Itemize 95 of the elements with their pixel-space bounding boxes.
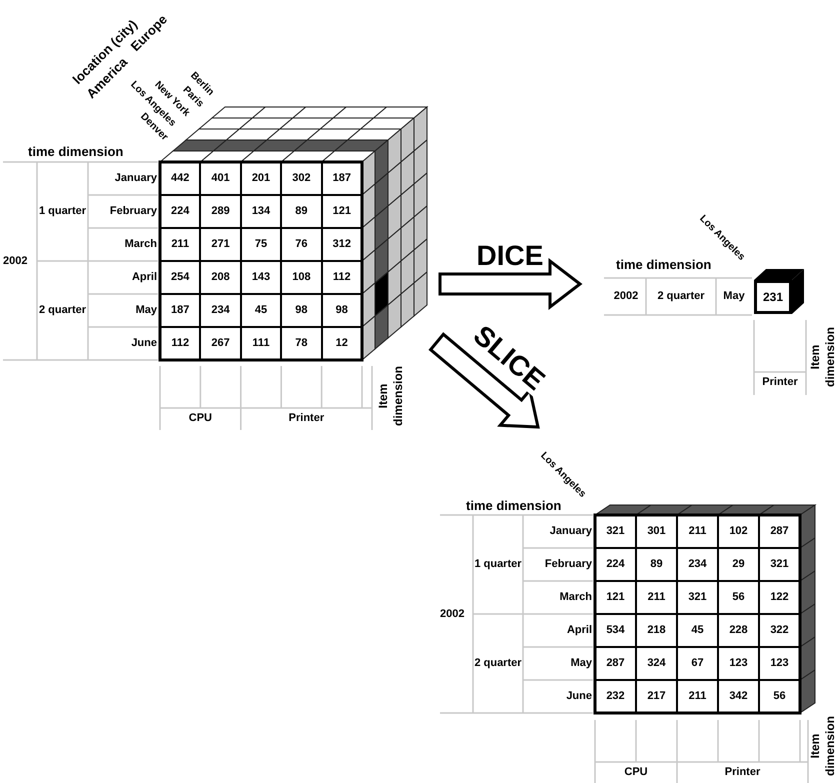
value-cell: 224 (160, 195, 200, 228)
value-cell: 321 (595, 515, 636, 548)
value-cell: 98 (281, 294, 322, 327)
value-cell: 56 (759, 680, 800, 713)
row-header: 2002 (440, 606, 466, 622)
value-cell: 234 (677, 548, 718, 581)
value-cell: 534 (595, 614, 636, 647)
row-header: May (722, 289, 746, 304)
value-cell: 342 (718, 680, 759, 713)
value-cell: 234 (200, 294, 241, 327)
value-cell: 89 (636, 548, 677, 581)
block-arrow (438, 258, 582, 310)
column-header: Printer (724, 765, 762, 780)
block-arrow (428, 332, 540, 429)
value-cell: 232 (595, 680, 636, 713)
dimension-title: Item dimension (376, 365, 406, 428)
row-header: 2 quarter (473, 656, 523, 671)
row-header: 2002 (612, 289, 640, 304)
value-cell: 78 (281, 327, 322, 360)
value-cell: 123 (759, 647, 800, 680)
value-cell: 75 (240, 228, 282, 261)
value-cell: 12 (322, 327, 362, 360)
row-header: March (124, 237, 157, 252)
row-header: January (548, 524, 592, 540)
value-cell: 98 (322, 294, 362, 327)
row-header: March (558, 590, 592, 606)
value-cell: 231 (754, 280, 792, 314)
row-header: 2002 (3, 254, 28, 269)
dimension-title: time dimension (466, 497, 562, 514)
row-header: 2 quarter (38, 302, 88, 318)
value-cell: 228 (718, 614, 759, 647)
value-cell: 287 (595, 647, 636, 680)
row-header: April (130, 270, 157, 286)
value-cell: 201 (240, 162, 282, 195)
row-header: 1 quarter (473, 556, 523, 572)
value-cell: 108 (281, 261, 322, 294)
value-cell: 442 (160, 162, 200, 195)
value-cell: 29 (718, 548, 759, 581)
value-cell: 254 (160, 261, 200, 294)
value-cell: 187 (160, 294, 200, 327)
value-cell: 211 (636, 581, 677, 614)
row-header: February (108, 204, 157, 220)
row-header: May (134, 303, 157, 318)
value-cell: 211 (677, 515, 718, 548)
value-cell: 218 (636, 614, 677, 647)
value-cell: 121 (595, 581, 636, 614)
row-header: May (570, 656, 592, 672)
value-cell: 289 (200, 195, 241, 228)
row-header: June (130, 336, 157, 352)
row-header: April (566, 623, 592, 638)
row-header: February (544, 557, 592, 572)
value-cell: 321 (677, 581, 718, 614)
value-cell: 122 (759, 581, 800, 614)
value-cell: 217 (636, 680, 677, 713)
value-cell: 45 (677, 614, 718, 647)
value-cell: 111 (240, 327, 282, 360)
row-header: 2 quarter (656, 289, 706, 304)
value-cell: 143 (240, 261, 282, 294)
value-cell: 112 (160, 327, 200, 360)
value-cell: 211 (677, 680, 718, 713)
value-cell: 76 (281, 228, 322, 261)
value-cell: 45 (240, 294, 282, 327)
row-header: June (565, 689, 592, 704)
column-header: CPU (188, 411, 214, 426)
value-cell: 267 (200, 327, 241, 360)
value-cell: 67 (677, 647, 718, 680)
value-cell: 322 (759, 614, 800, 647)
value-cell: 121 (322, 195, 362, 228)
dimension-title: time dimension (28, 143, 124, 160)
column-header: CPU (623, 765, 649, 780)
value-cell: 123 (718, 647, 759, 680)
dimension-title: Item dimension (808, 715, 838, 778)
value-cell: 324 (636, 647, 677, 680)
value-cell: 134 (240, 195, 282, 228)
value-cell: 56 (718, 581, 759, 614)
value-cell: 301 (636, 515, 677, 548)
value-cell: 208 (200, 261, 241, 294)
column-header: Printer (761, 375, 799, 390)
value-cell: 89 (281, 195, 322, 228)
value-cell: 224 (595, 548, 636, 581)
value-cell: 102 (718, 515, 759, 548)
value-cell: 112 (322, 261, 362, 294)
row-header: 1 quarter (38, 204, 88, 219)
value-cell: 287 (759, 515, 800, 548)
value-cell: 271 (200, 228, 241, 261)
dimension-title: Item dimension (808, 326, 838, 389)
value-cell: 401 (200, 162, 241, 195)
value-cell: 312 (322, 228, 362, 261)
value-cell: 321 (759, 548, 800, 581)
value-cell: 302 (281, 162, 322, 195)
dimension-title: time dimension (616, 256, 712, 273)
column-header: Printer (288, 411, 326, 426)
value-cell: 211 (160, 228, 200, 261)
row-header: January (114, 171, 157, 186)
value-cell: 187 (322, 162, 362, 195)
